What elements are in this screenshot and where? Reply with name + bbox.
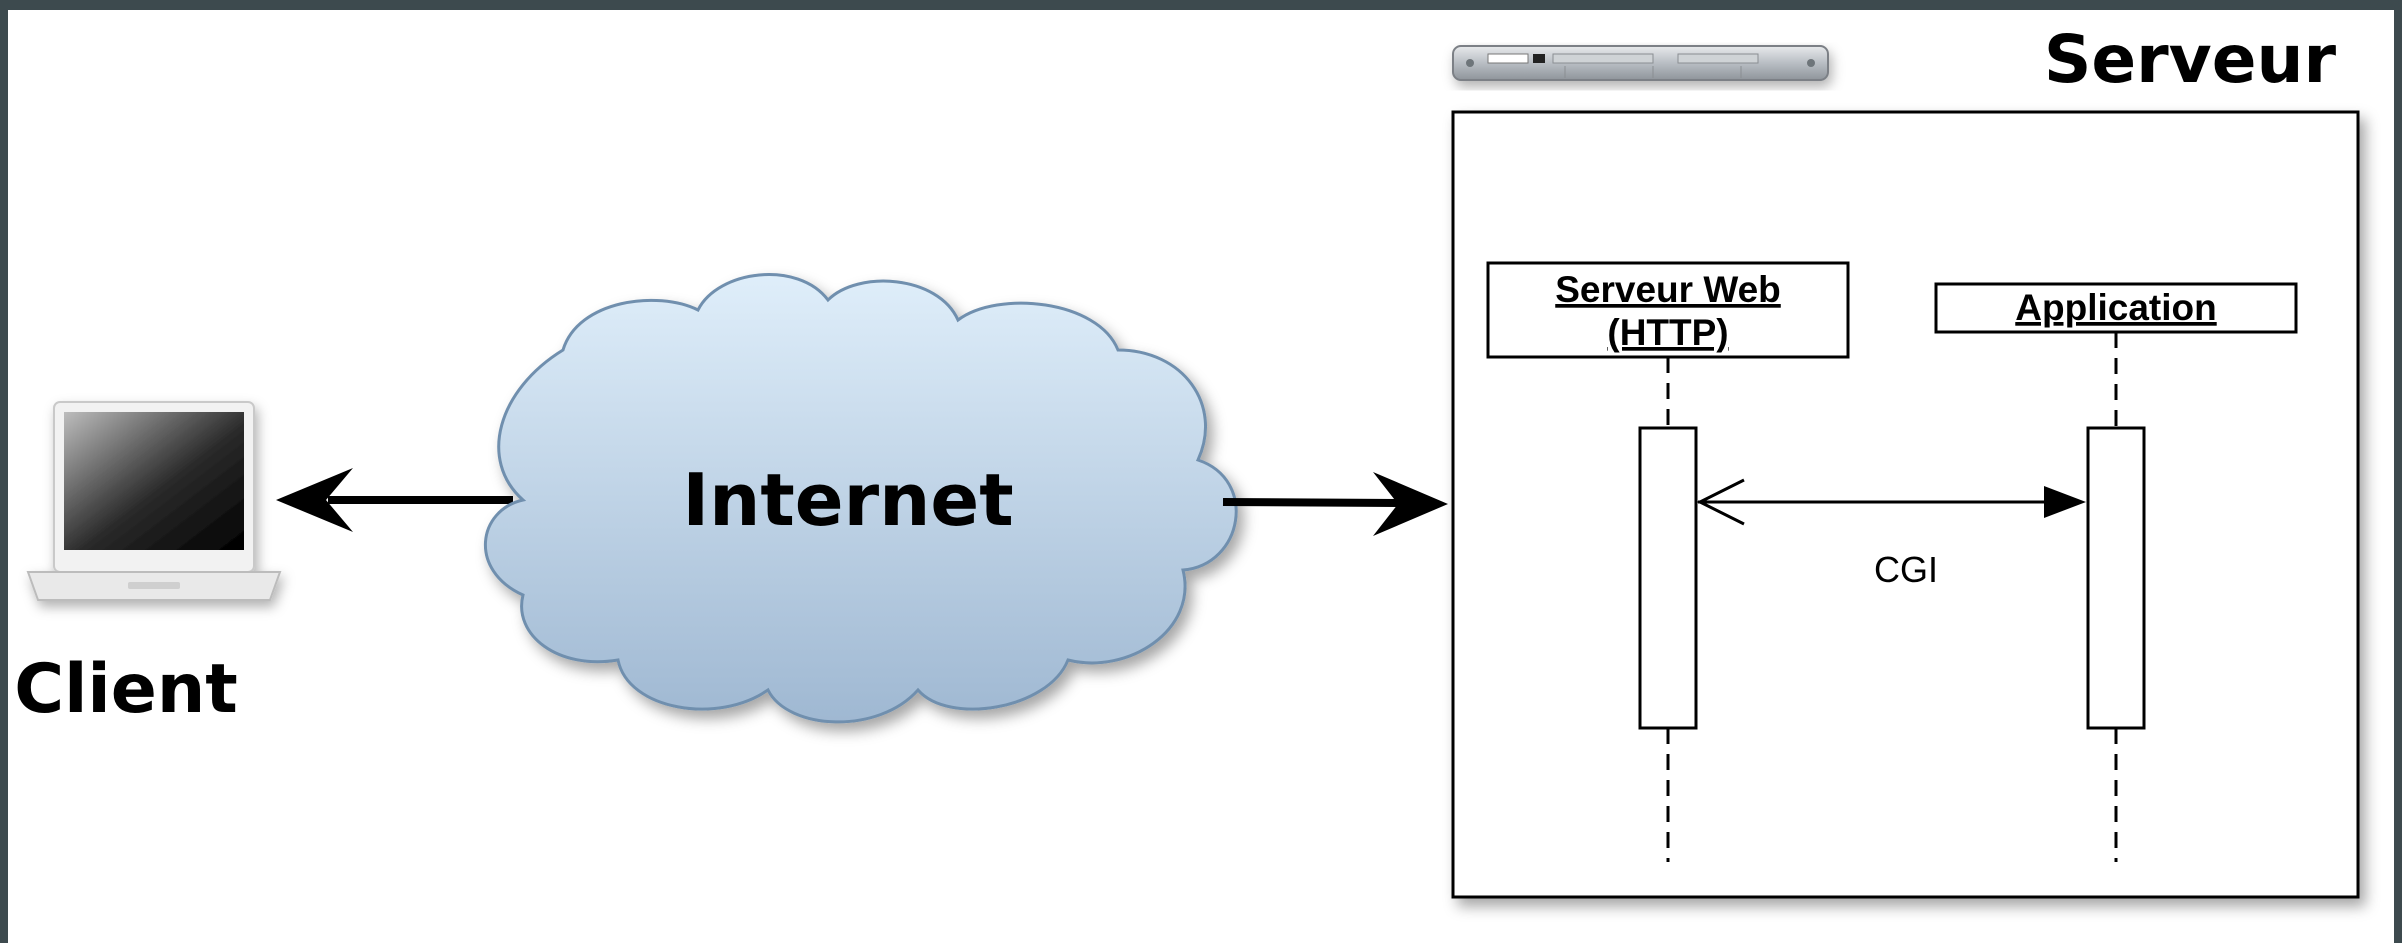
rack-server-icon: [1452, 45, 1829, 81]
application-activation: [2086, 426, 2146, 730]
web-server-activation: [1638, 426, 1698, 730]
web-server-label-line1: Serveur Web: [1555, 269, 1781, 310]
server-box: [1451, 110, 2360, 899]
laptop-icon: [26, 401, 282, 601]
slide-canvas: Client Internet Serveur Serveur Web (HTT…: [8, 10, 2394, 943]
web-server-label-line2: (HTTP): [1607, 312, 1728, 353]
server-title: Serveur: [2044, 21, 2337, 98]
client-label: Client: [14, 650, 238, 729]
internet-cloud: [483, 273, 1238, 724]
lifeline-web-server: Serveur Web (HTTP): [1486, 261, 1850, 862]
internet-label: Internet: [682, 458, 1013, 542]
arrow-to-server: [1222, 472, 1448, 536]
lifeline-application: Application: [1934, 282, 2298, 862]
cgi-label: CGI: [1874, 549, 1938, 590]
arrow-to-client: [276, 468, 513, 532]
application-label: Application: [2015, 287, 2216, 328]
cgi-message-arrow: [1696, 478, 2086, 526]
